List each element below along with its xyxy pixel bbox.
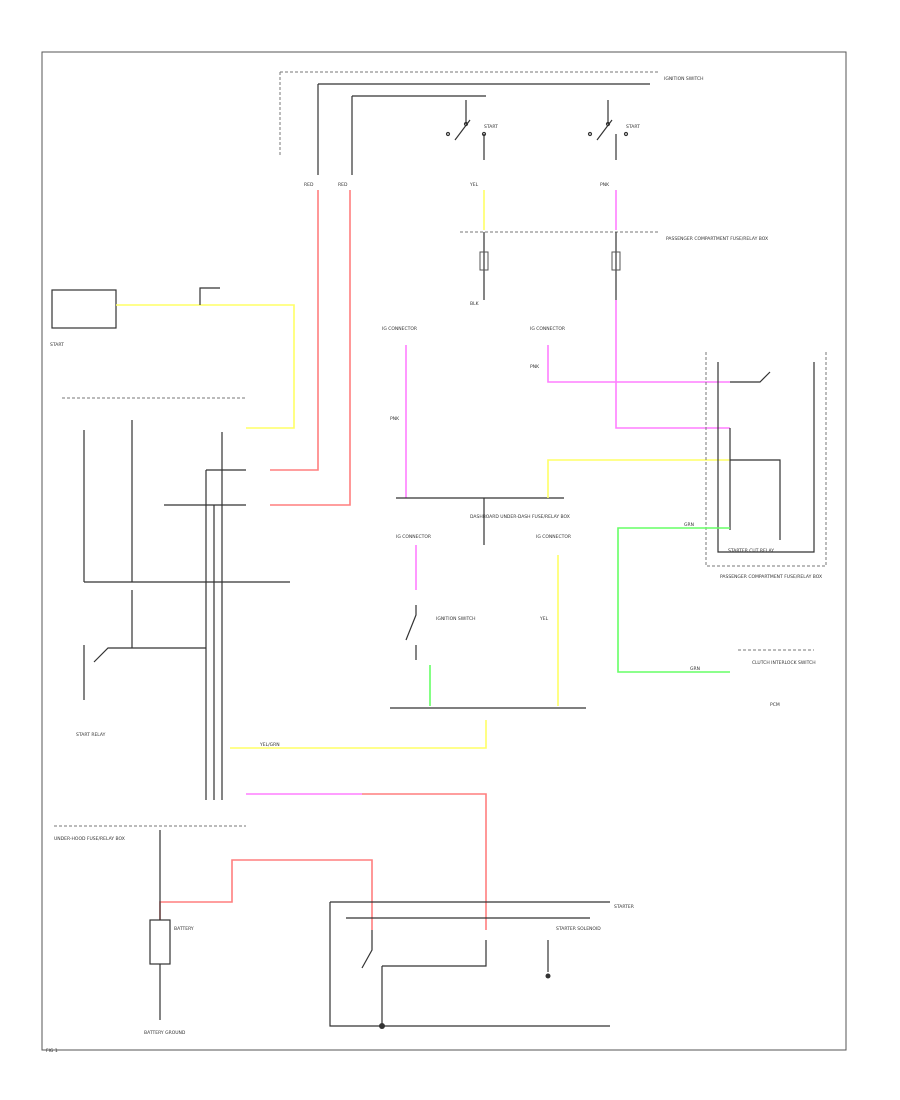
- ig-connector-b: IG CONNECTOR: [530, 326, 565, 332]
- battery-wire: [159, 859, 373, 930]
- ig-connector-a: IG CONNECTOR: [382, 326, 417, 332]
- passenger-box-label-2: PASSENGER COMPARTMENT FUSE/RELAY BOX: [720, 574, 822, 580]
- wire-tag-blk-fuse: BLK: [470, 301, 480, 307]
- starter-box-outer: [329, 901, 610, 1027]
- wire-tag-pnk-ign: PNK: [600, 182, 610, 188]
- passenger-box-label: PASSENGER COMPARTMENT FUSE/RELAY BOX: [666, 236, 768, 242]
- wire-pnk-ig-b: [547, 345, 730, 383]
- solenoid-dot: [545, 973, 551, 979]
- engine-box-label: UNDER-HOOD FUSE/RELAY BOX: [54, 836, 125, 842]
- ignition-switch-label: IGNITION SWITCH: [664, 76, 704, 82]
- start-relay-switch: [83, 645, 206, 700]
- wire-tag-grn-2: GRN: [690, 666, 700, 672]
- relay-box-label: STARTER CUT RELAY: [728, 548, 774, 554]
- battery-label: BATTERY: [174, 926, 194, 932]
- ig-connector-c: IG CONNECTOR: [396, 534, 431, 540]
- start-switch-box: [51, 289, 117, 329]
- start-switch-tab: [199, 287, 220, 305]
- ignition-switch-label-2: IGNITION SWITCH: [436, 616, 476, 622]
- battery: [149, 919, 171, 965]
- wire-tag-yel-grn: YEL/GRN: [259, 742, 280, 748]
- wire-tag-yel-ign: YEL: [469, 182, 479, 188]
- figure-label: FIG 1: [46, 1048, 58, 1054]
- wire-yel-left: [116, 304, 295, 429]
- relay-box-outline-inner: [717, 362, 815, 553]
- wire-tag-red-1: RED: [304, 182, 314, 188]
- center-switch: [405, 605, 417, 660]
- wire-pnk-relay: [615, 300, 730, 429]
- wire-grn: [617, 527, 730, 673]
- ig-connector-d: IG CONNECTOR: [536, 534, 571, 540]
- starter-ground-dot: [379, 1023, 385, 1029]
- wire-red-1: [270, 190, 319, 471]
- wire-red-starter: [362, 793, 487, 930]
- ignition-switch-contacts-left: [445, 100, 487, 160]
- relay-lower-line: [730, 459, 781, 540]
- clutch-switch-label: CLUTCH INTERLOCK SWITCH: [752, 660, 816, 666]
- start-switch-label-2: START: [626, 124, 640, 130]
- diagram-border: [41, 51, 847, 1051]
- battery-ground-label: BATTERY GROUND: [144, 1030, 186, 1036]
- dash-fuse-label: DASHBOARD UNDER-DASH FUSE/RELAY BOX: [470, 514, 570, 520]
- wire-tag-grn-1: GRN: [684, 522, 694, 528]
- ignition-switch-contacts-right: [587, 100, 629, 160]
- relay-contact-line: [730, 371, 771, 383]
- start-relay-label: START RELAY: [76, 732, 106, 738]
- wire-tag-yel-center: YEL: [539, 616, 549, 622]
- start-switch-label-1: START: [484, 124, 498, 130]
- wire-red-2: [270, 190, 351, 506]
- relay-box-outline-outer: [705, 352, 827, 567]
- starter-solenoid-label: STARTER SOLENOID: [556, 926, 601, 932]
- wire-yel-grn: [230, 720, 487, 749]
- wire-tag-pnk-ig-a: PNK: [390, 416, 400, 422]
- starter-switch: [361, 930, 373, 969]
- starter-label: STARTER: [614, 904, 634, 910]
- start-switch-label: START: [50, 342, 64, 348]
- wire-yel-dash: [547, 459, 730, 498]
- wire-tag-red-2: RED: [338, 182, 348, 188]
- pcm-label: PCM: [770, 702, 780, 708]
- starter-motor-line: [382, 940, 487, 967]
- wire-tag-pnk-ig-b: PNK: [530, 364, 540, 370]
- fuse-left: [479, 251, 489, 271]
- fuse-right: [611, 251, 621, 271]
